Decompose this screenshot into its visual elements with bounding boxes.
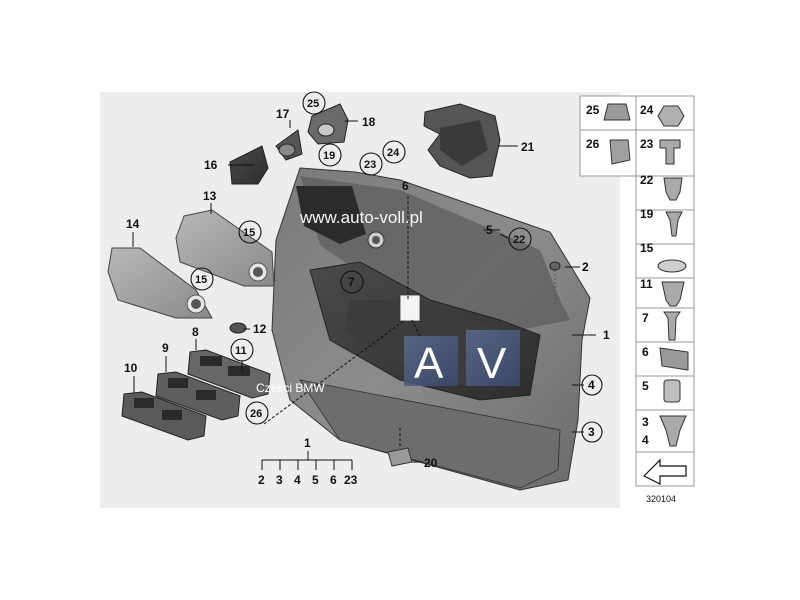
- spacer-5-icon: [663, 379, 681, 403]
- fastener-label: 11: [640, 277, 653, 291]
- callout-24: 24: [382, 140, 406, 164]
- watermark-caption: Czesci BMW: [256, 381, 325, 395]
- watermark-logo-v: V: [477, 339, 507, 388]
- clip-6-icon: [659, 347, 689, 371]
- clip-25-icon: [603, 103, 631, 121]
- fastener-label: 23: [640, 137, 654, 151]
- clip-26-icon: [609, 139, 631, 165]
- callout-5: 5: [486, 223, 493, 237]
- callout-15b: 15: [190, 267, 214, 291]
- callout-2: 2: [582, 260, 589, 274]
- callout-15a: 15: [238, 220, 262, 244]
- callouts: 1 2 5 6 8 9 10 12 13 14 16 17 18 20 21: [124, 107, 610, 470]
- part-13-trim: [175, 209, 275, 287]
- clip-15-icon: [657, 259, 687, 273]
- rivet-22-icon: [663, 177, 683, 201]
- set-tree: 1 2 3 4 5 6 23: [258, 436, 358, 487]
- fastener-label: 19: [640, 207, 654, 221]
- arrow-symbol-icon: [642, 458, 687, 485]
- watermark-logo-right: [466, 330, 520, 386]
- fastener-label: 6: [642, 345, 649, 359]
- callout-11: 11: [230, 338, 254, 362]
- fastener-label: 3: [642, 415, 649, 429]
- part-9-switch-panel: [155, 371, 241, 421]
- callout-10: 10: [124, 361, 138, 375]
- svg-text:24: 24: [387, 147, 400, 159]
- svg-text:25: 25: [307, 98, 319, 110]
- callout-20: 20: [424, 456, 438, 470]
- part-10-switch-panel: [121, 391, 207, 441]
- clip-11-icon: [661, 281, 685, 307]
- part-18-mirror-cover: [307, 103, 349, 145]
- screw-19-icon: [665, 211, 683, 237]
- set-tree-item: 23: [344, 473, 358, 487]
- callout-6: 6: [402, 179, 409, 193]
- set-tree-item: 4: [294, 473, 301, 487]
- callout-17: 17: [276, 107, 290, 121]
- callout-12: 12: [253, 322, 267, 336]
- fastener-label: 4: [642, 433, 649, 447]
- callout-1: 1: [603, 328, 610, 342]
- set-tree-root: 1: [304, 436, 311, 450]
- callout-9: 9: [162, 341, 169, 355]
- fastener-label: 5: [642, 379, 649, 393]
- part-14-trim: [107, 247, 213, 319]
- svg-text:19: 19: [323, 150, 335, 162]
- assembly-lines: [263, 196, 421, 425]
- fastener-label: 22: [640, 173, 654, 187]
- part-12-clip: [229, 322, 247, 334]
- callout-23: 23: [359, 152, 383, 176]
- part-21-carrier: [423, 103, 501, 179]
- callout-26: 26: [245, 401, 269, 425]
- leader-lines: [132, 120, 596, 463]
- set-tree-item: 5: [312, 473, 319, 487]
- svg-text:22: 22: [513, 234, 525, 246]
- callout-14: 14: [126, 217, 140, 231]
- clip-3-4-icon: [659, 415, 687, 447]
- set-tree-item: 3: [276, 473, 283, 487]
- watermark-logo-left: [404, 336, 458, 386]
- svg-text:23: 23: [364, 159, 376, 171]
- watermark-site: www.auto-voll.pl: [299, 208, 423, 227]
- set-tree-item: 2: [258, 473, 265, 487]
- door-trim-panel: [271, 167, 591, 491]
- part-2-pin: [549, 261, 561, 305]
- svg-text:15: 15: [243, 227, 255, 239]
- circled-callouts: 3 4 7 11 15 15 19 22 23 24 25 26: [190, 91, 603, 443]
- nut-24-icon: [657, 105, 685, 127]
- fastener-label: 26: [586, 137, 600, 151]
- callout-19: 19: [318, 143, 342, 167]
- screw-7-icon: [663, 311, 681, 341]
- svg-text:15: 15: [195, 274, 207, 286]
- svg-text:7: 7: [348, 275, 355, 289]
- svg-text:26: 26: [250, 408, 262, 420]
- callout-21: 21: [521, 140, 535, 154]
- fastener-label: 7: [642, 311, 649, 325]
- callout-3: 3: [581, 421, 603, 443]
- fastener-label: 15: [640, 241, 654, 255]
- callout-18: 18: [362, 115, 376, 129]
- svg-text:3: 3: [588, 425, 595, 439]
- svg-text:4: 4: [588, 378, 595, 392]
- fastener-label: 25: [586, 103, 600, 117]
- set-tree-item: 6: [330, 473, 337, 487]
- svg-text:11: 11: [235, 345, 247, 357]
- callout-16: 16: [204, 158, 218, 172]
- watermark-logo-a: A: [414, 339, 444, 388]
- callout-8: 8: [192, 325, 199, 339]
- callout-4: 4: [581, 374, 603, 396]
- fastener-label: 24: [640, 103, 654, 117]
- callout-7: 7: [340, 270, 364, 294]
- pin-23-icon: [659, 139, 681, 165]
- part-17-speaker-cover: [275, 129, 303, 161]
- diagram-number: 320104: [646, 494, 676, 504]
- callout-22: 22: [508, 227, 532, 251]
- callout-25: 25: [302, 91, 326, 115]
- part-8-switch-panel: [187, 349, 271, 399]
- fastener-panel: 25 24 26 23 22 19 15 11 7 6 5 3 4 320104: [579, 95, 695, 504]
- callout-13: 13: [203, 189, 217, 203]
- watermark: www.auto-voll.pl A V Czesci BMW: [256, 208, 520, 395]
